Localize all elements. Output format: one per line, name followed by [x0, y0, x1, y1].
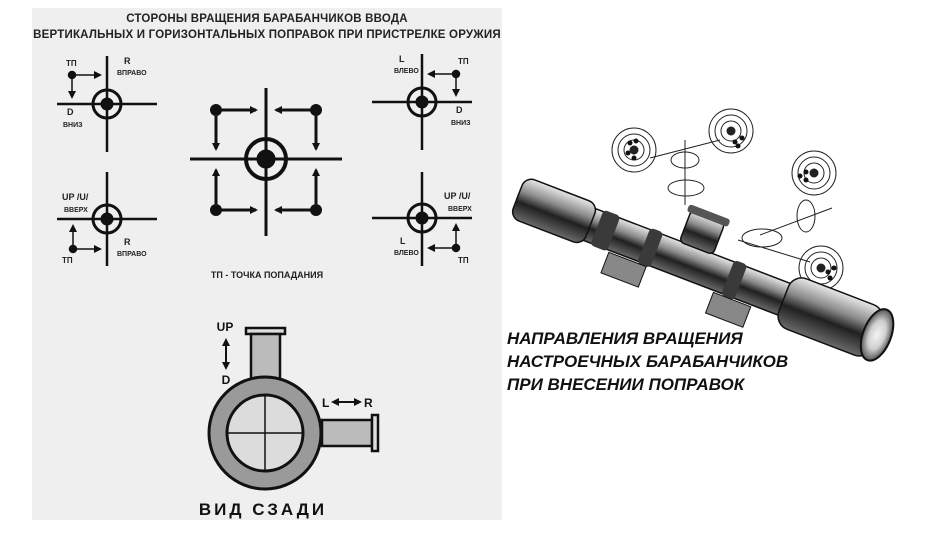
bl-dir2-sub: ВПРАВО: [117, 251, 147, 258]
reticle-center: [190, 88, 342, 236]
tp-legend: ТП - ТОЧКА ПОПАДАНИЯ: [211, 270, 323, 280]
bl-dir2-label: R: [124, 237, 131, 247]
bottom-left-arrows: [68, 224, 102, 254]
br-tp-label: ТП: [458, 256, 469, 265]
bl-tp-label: ТП: [62, 256, 73, 265]
bottom-right-arrows: [427, 223, 461, 253]
caption-line-3: ПРИ ВНЕСЕНИИ ПОПРАВОК: [507, 375, 746, 394]
br-dir1-label: UP /U/: [444, 191, 471, 201]
br-dir1-sub: ВВЕРХ: [448, 206, 472, 213]
target-2: [708, 108, 754, 154]
tr-tp-label: ТП: [458, 57, 469, 66]
top-right-arrows: [427, 69, 461, 97]
br-dir2-sub: ВЛЕВО: [394, 250, 419, 257]
tl-dir2-sub: ВНИЗ: [63, 122, 83, 129]
rear-view-drawing: [207, 326, 380, 491]
title-line-1: СТОРОНЫ ВРАЩЕНИЯ БАРАБАНЧИКОВ ВВОДА: [126, 13, 408, 25]
reticle-top-left: [57, 56, 157, 152]
br-dir2-label: L: [400, 236, 406, 246]
reticle-top-right: [372, 54, 472, 150]
tr-dir2-sub: ВНИЗ: [451, 120, 471, 127]
rear-down-label: D: [222, 373, 231, 387]
bl-dir1-label: UP /U/: [62, 192, 89, 202]
reticle-bottom-right: [372, 172, 472, 266]
tr-dir2-label: D: [456, 105, 463, 115]
target-1: [611, 127, 657, 173]
tl-dir2-label: D: [67, 107, 74, 117]
rear-view-label: ВИД СЗАДИ: [199, 500, 327, 519]
tl-tp-label: ТП: [66, 59, 77, 68]
top-left-arrows: [67, 70, 102, 99]
center-arrows: [210, 104, 322, 216]
scope-illustration: [511, 108, 895, 362]
title-line-2: ВЕРТИКАЛЬНЫХ И ГОРИЗОНТАЛЬНЫХ ПОПРАВОК П…: [33, 29, 501, 41]
target-4: [798, 245, 844, 291]
caption-line-2: НАСТРОЕЧНЫХ БАРАБАНЧИКОВ: [507, 352, 788, 371]
reticle-bottom-left: [57, 172, 157, 266]
tr-dir1-sub: ВЛЕВО: [394, 68, 419, 75]
rear-right-label: R: [364, 396, 373, 410]
rear-up-label: UP: [217, 320, 234, 334]
rear-left-label: L: [322, 396, 329, 410]
tl-dir1-label: R: [124, 56, 131, 66]
tr-dir1-label: L: [399, 54, 405, 64]
target-3: [791, 150, 837, 196]
bl-dir1-sub: ВВЕРХ: [64, 207, 88, 214]
rear-view-arrows: [222, 338, 362, 406]
tl-dir1-sub: ВПРАВО: [117, 70, 147, 77]
caption-line-1: НАПРАВЛЕНИЯ ВРАЩЕНИЯ: [507, 329, 743, 348]
